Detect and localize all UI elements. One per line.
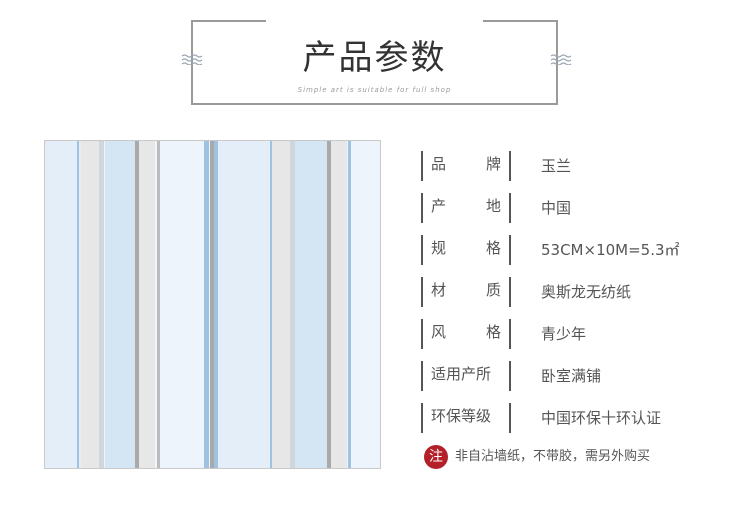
frame-top-left-line	[191, 20, 266, 22]
param-label: 品 牌	[421, 151, 511, 181]
param-label-char: 格	[485, 323, 501, 341]
param-label: 环保等级	[421, 403, 511, 433]
wave-icon	[550, 54, 572, 65]
page-subtitle: Simple art is suitable for full shop	[297, 86, 452, 94]
param-label-char: 品	[431, 155, 447, 173]
page-title: 产品参数	[302, 38, 447, 78]
param-value: 奥斯龙无纺纸	[541, 283, 632, 301]
param-row-style: 风 格 青少年	[421, 319, 741, 361]
stripe-pattern	[45, 141, 380, 468]
param-value: 中国环保十环认证	[541, 409, 662, 427]
param-value: 卧室满铺	[541, 367, 602, 385]
note-badge: 注	[424, 445, 448, 469]
param-row-origin: 产 地 中国	[421, 193, 741, 235]
param-value: 青少年	[541, 325, 587, 343]
param-value: 玉兰	[541, 157, 572, 175]
wallpaper-sample-image	[44, 140, 381, 469]
frame-top-right-line	[483, 20, 558, 22]
param-value: 53CM×10M=5.3㎡	[541, 241, 680, 259]
param-label-char: 风	[431, 323, 447, 341]
param-value: 中国	[541, 199, 572, 217]
product-params-list: 品 牌 玉兰 产 地 中国 规 格 53CM×10M=5.3㎡ 材 质 奥斯龙无…	[421, 151, 741, 445]
param-label-char: 格	[485, 239, 501, 257]
param-label: 风 格	[421, 319, 511, 349]
note-text: 非自沾墙纸，不带胶，需另外购买	[455, 449, 651, 464]
param-label: 规 格	[421, 235, 511, 265]
param-label: 材 质	[421, 277, 511, 307]
param-label: 产 地	[421, 193, 511, 223]
param-label-text: 环保等级	[431, 407, 492, 425]
param-label-char: 产	[431, 197, 447, 215]
param-label-char: 材	[431, 281, 447, 299]
param-label-char: 地	[485, 197, 501, 215]
param-row-brand: 品 牌 玉兰	[421, 151, 741, 193]
param-row-usage: 适用产所 卧室满铺	[421, 361, 741, 403]
wave-icon	[181, 54, 203, 65]
param-row-eco-grade: 环保等级 中国环保十环认证	[421, 403, 741, 445]
param-label-text: 适用产所	[431, 365, 492, 383]
param-label: 适用产所	[421, 361, 511, 391]
param-label-char: 质	[485, 281, 501, 299]
param-row-size: 规 格 53CM×10M=5.3㎡	[421, 235, 741, 277]
param-label-char: 牌	[485, 155, 501, 173]
header-frame: 产品参数 Simple art is suitable for full sho…	[191, 20, 558, 105]
param-label-char: 规	[431, 239, 447, 257]
param-row-material: 材 质 奥斯龙无纺纸	[421, 277, 741, 319]
